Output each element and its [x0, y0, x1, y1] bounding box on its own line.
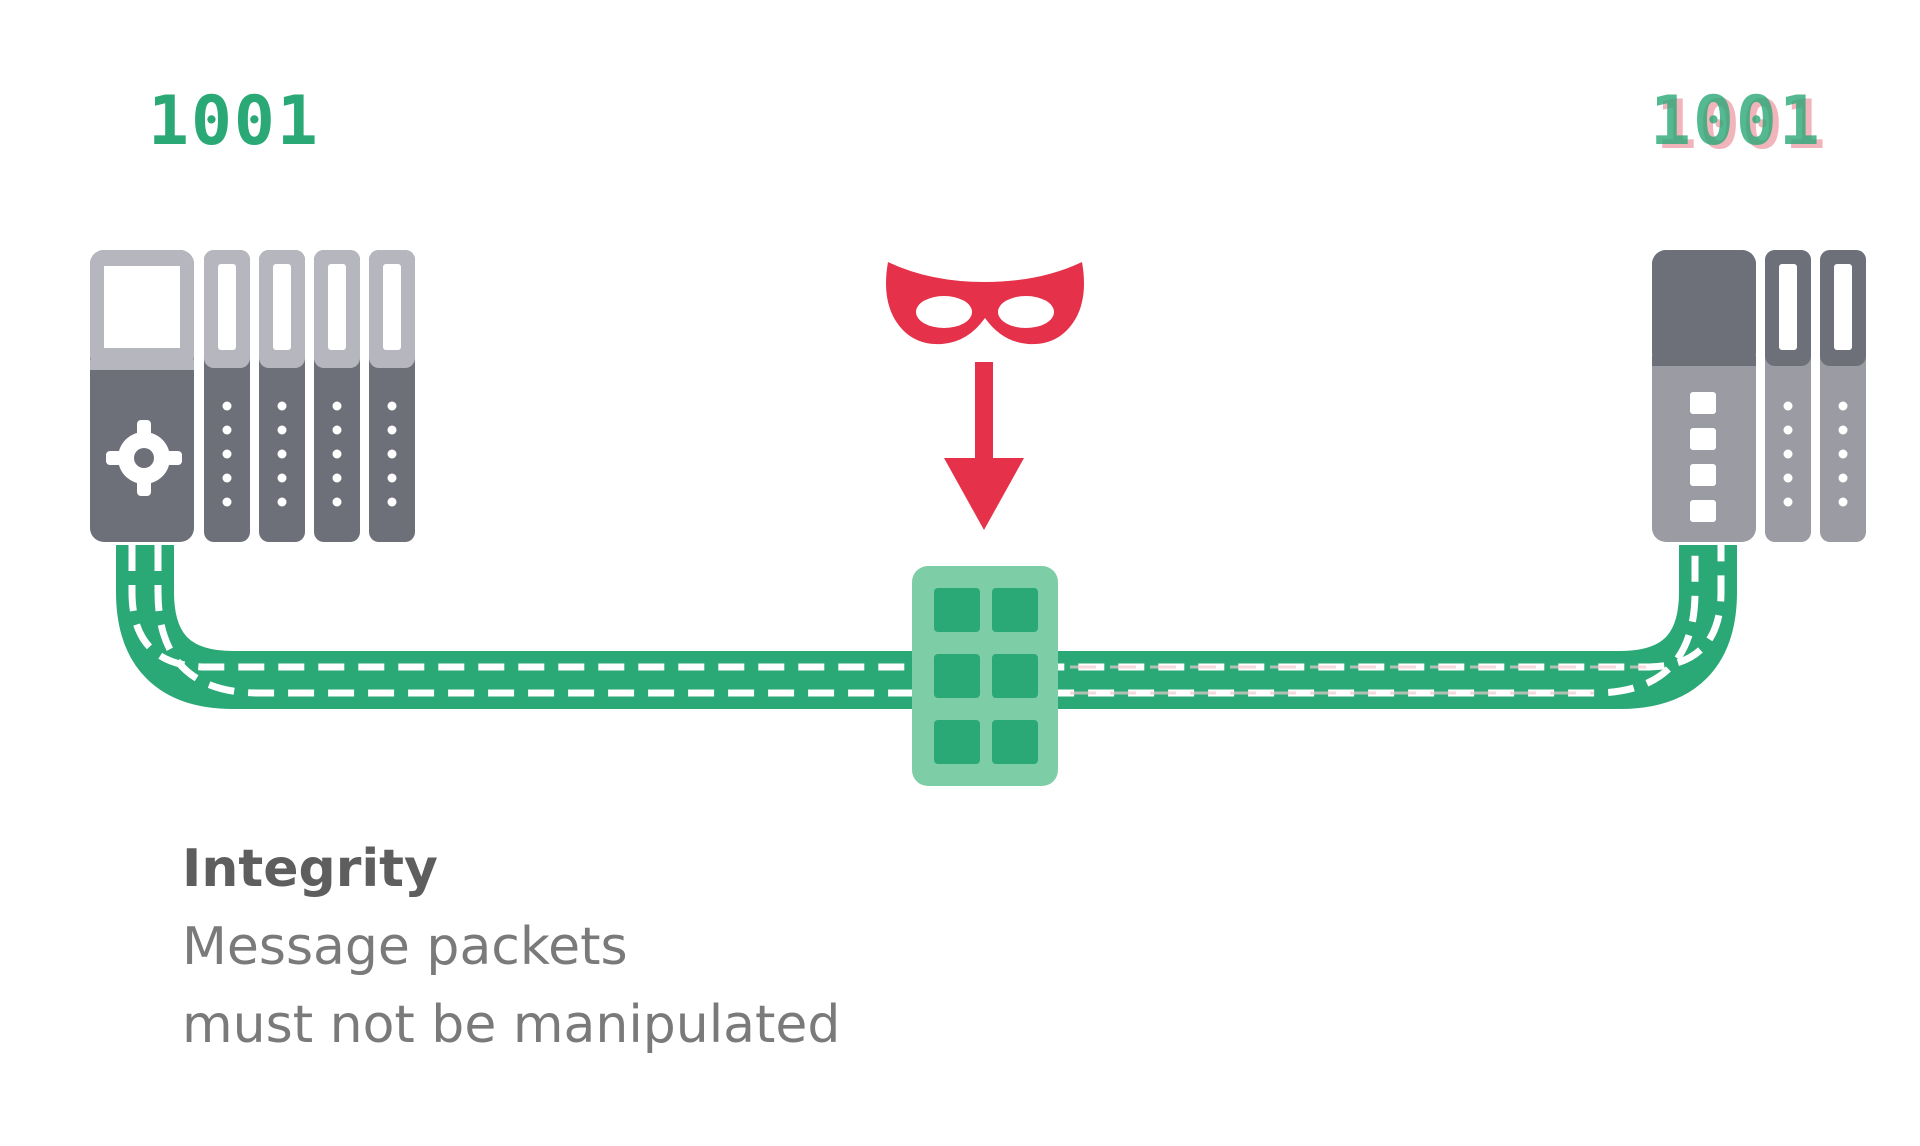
arrow-down-icon: [944, 362, 1024, 530]
left-binary-value: 1001: [148, 82, 320, 161]
network-switch-icon: [912, 566, 1058, 786]
plc-icon: [90, 250, 415, 542]
caption: Integrity Message packets must not be ma…: [182, 830, 1182, 1064]
svg-text:1001: 1001: [1650, 82, 1822, 161]
caption-line-1: Message packets: [182, 917, 628, 977]
attacker-mask-icon: [886, 262, 1084, 345]
gear-icon: [106, 420, 182, 496]
caption-line-2: must not be manipulated: [182, 995, 841, 1055]
svg-text:1001: 1001: [1656, 86, 1828, 165]
plc-icon: [1652, 250, 1866, 542]
right-binary-value: 1001 1001: [1650, 82, 1828, 165]
caption-title: Integrity: [182, 839, 438, 899]
